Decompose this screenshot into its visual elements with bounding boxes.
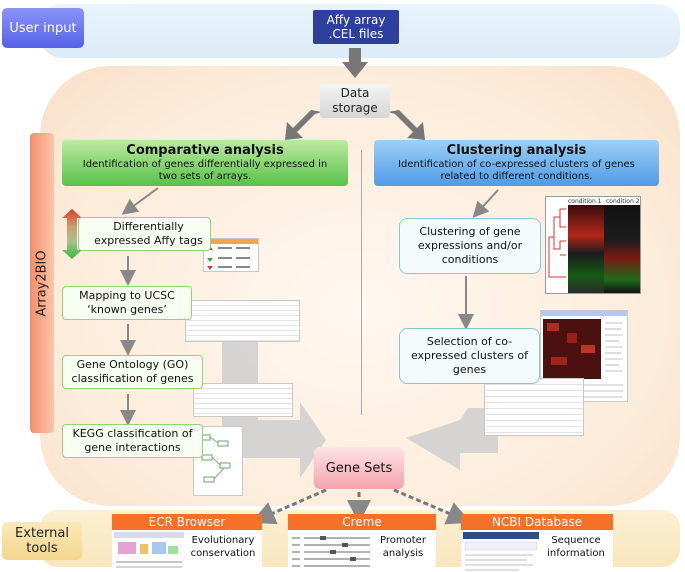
creme-body: Promoter analysis	[288, 530, 436, 572]
tool-ncbi-database: NCBI Database Sequence information	[461, 514, 613, 572]
arrow-storage-to-comparative	[285, 110, 322, 140]
condition-1-label: condition 1	[568, 198, 602, 205]
ncbi-database-description: Sequence information	[547, 535, 605, 559]
tool-creme: Creme Promoter analysis	[288, 514, 436, 572]
ncbi-database-body: Sequence information	[461, 530, 613, 572]
arrow-storage-to-clustering	[388, 110, 425, 140]
user-input-label: User input	[2, 8, 84, 48]
ncbi-database-title: NCBI Database	[461, 514, 613, 530]
comparative-analysis-header: Comparative analysis Identification of g…	[62, 140, 348, 186]
cluster-heatmap-art	[541, 311, 627, 398]
clustering-title: Clustering analysis	[446, 143, 587, 158]
ucsc-table-thumbnail	[185, 300, 300, 342]
external-tools-label: External tools	[2, 522, 82, 560]
cluster-heatmap-thumbnail	[540, 310, 628, 402]
go-table-thumbnail	[193, 383, 293, 417]
up-down-arrows-icon	[62, 209, 82, 259]
arrow-genesets-to-ecr	[251, 488, 327, 525]
step-selection: Selection of co-expressed clusters of ge…	[399, 328, 540, 384]
affy-cel-files-box: Affy array .CEL files	[313, 10, 399, 44]
clustering-analysis-header: Clustering analysis Identification of co…	[374, 140, 659, 186]
clustering-description: Identification of co-expressed clusters …	[398, 159, 635, 182]
comparative-title: Comparative analysis	[126, 143, 284, 158]
ncbi-database-art	[463, 532, 539, 571]
data-storage-box: Data storage	[320, 84, 390, 118]
ecr-browser-description: Evolutionary conservation	[190, 535, 256, 559]
arrow-clust-0	[472, 189, 499, 218]
arrow-genesets-to-ncbi	[393, 488, 472, 525]
gene-sets-box: Gene Sets	[314, 447, 404, 489]
panel-divider	[361, 150, 362, 415]
arrow-clust-to-genesets	[406, 408, 498, 470]
dendrogram-heatmap-art	[548, 205, 640, 293]
step-mapping-ucsc: Mapping to UCSC ‘known genes’	[62, 286, 192, 320]
tool-ecr-browser: ECR Browser Evolutionary conservation	[112, 514, 262, 572]
cluster-table-thumbnail	[484, 378, 584, 436]
creme-art	[292, 536, 370, 567]
creme-description: Promoter analysis	[380, 535, 426, 559]
arrow-comp-0	[121, 187, 159, 215]
arrow-affy-to-storage	[342, 48, 368, 78]
comparative-description: Identification of genes differentially e…	[82, 159, 328, 182]
diff-tags-thumbnail-art	[207, 246, 250, 270]
condition-2-label: condition 2	[606, 198, 640, 205]
ecr-browser-art	[114, 532, 184, 568]
arrow-comp-to-genesets	[222, 335, 326, 478]
step-gene-ontology: Gene Ontology (GO) classification of gen…	[62, 355, 203, 389]
creme-title: Creme	[288, 514, 436, 530]
step-kegg: KEGG classification of gene interactions	[62, 424, 203, 458]
ecr-browser-title: ECR Browser	[112, 514, 262, 530]
step-clustering: Clustering of gene expressions and/or co…	[399, 218, 541, 274]
kegg-diagram-art	[199, 434, 231, 483]
step-differentially-expressed: Differentially expressed Affy tags	[78, 217, 211, 251]
diff-tags-thumbnail	[203, 238, 259, 272]
ecr-browser-body: Evolutionary conservation	[112, 530, 262, 572]
dendrogram-heatmap-thumbnail: condition 1 condition 2	[545, 196, 641, 294]
array2bio-label: Array2BIO	[30, 133, 54, 433]
